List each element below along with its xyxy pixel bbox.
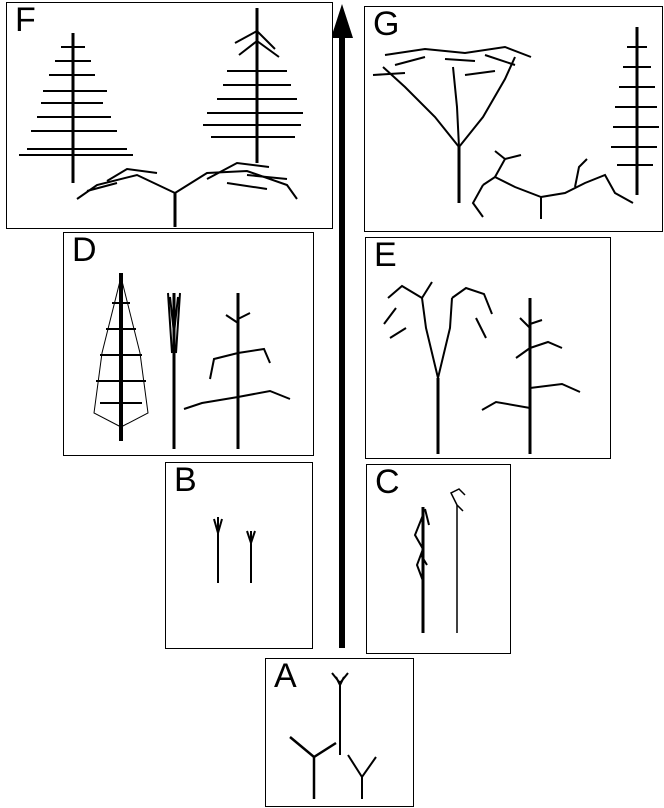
umbrella-tree-icon [373, 47, 531, 203]
panel-g-drawing [365, 7, 664, 233]
umbrella-tree-icon [384, 282, 492, 454]
conifer-tree-icon [94, 273, 148, 441]
panel-e: E [365, 237, 611, 459]
branching-tree-icon [482, 298, 580, 454]
seedling-icon [247, 531, 255, 583]
sapling-icon [451, 489, 465, 633]
panel-f-drawing [7, 3, 334, 230]
y-branch-icon [348, 755, 376, 799]
panel-f: F [6, 2, 333, 229]
sapling-icon [415, 507, 429, 633]
spreading-tree-icon [77, 163, 297, 227]
progression-arrow-shaft [339, 36, 345, 648]
seedling-icon [214, 517, 222, 583]
slender-tree-icon [168, 293, 180, 449]
panel-e-drawing [366, 238, 612, 460]
panel-d: D [63, 232, 314, 456]
panel-c-drawing [367, 465, 512, 655]
progression-arrow-head [331, 4, 353, 38]
sprawling-tree-icon [473, 151, 633, 219]
conifer-tree-icon [611, 27, 659, 195]
conifer-tree-icon [19, 33, 133, 183]
panel-a-drawing [266, 659, 415, 808]
branching-tree-icon [184, 293, 290, 449]
y-branch-icon [290, 737, 336, 799]
panel-g: G [364, 6, 663, 232]
panel-b: B [165, 462, 313, 649]
panel-d-drawing [64, 233, 315, 457]
panel-c: C [366, 464, 511, 654]
panel-b-drawing [166, 463, 314, 650]
panel-a: A [265, 658, 414, 807]
conifer-tree-icon [203, 8, 303, 163]
